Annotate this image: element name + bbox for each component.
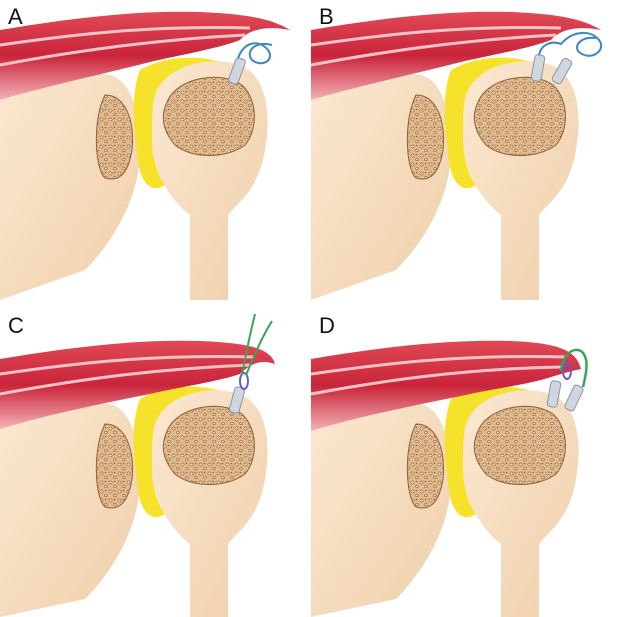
panel-a: A: [0, 0, 310, 308]
panel-c-label: C: [8, 313, 24, 338]
panel-b-illustration: [311, 11, 602, 301]
panel-a-illustration: [0, 11, 290, 301]
panel-c: C: [0, 309, 310, 617]
panel-c-illustration: [0, 313, 275, 617]
panel-d-illustration: [311, 340, 588, 617]
panel-a-label: A: [8, 4, 23, 29]
panel-d-label: D: [319, 313, 335, 338]
panel-d: D: [311, 309, 621, 617]
panel-b-label: B: [319, 4, 334, 29]
panel-b: B: [311, 0, 621, 308]
